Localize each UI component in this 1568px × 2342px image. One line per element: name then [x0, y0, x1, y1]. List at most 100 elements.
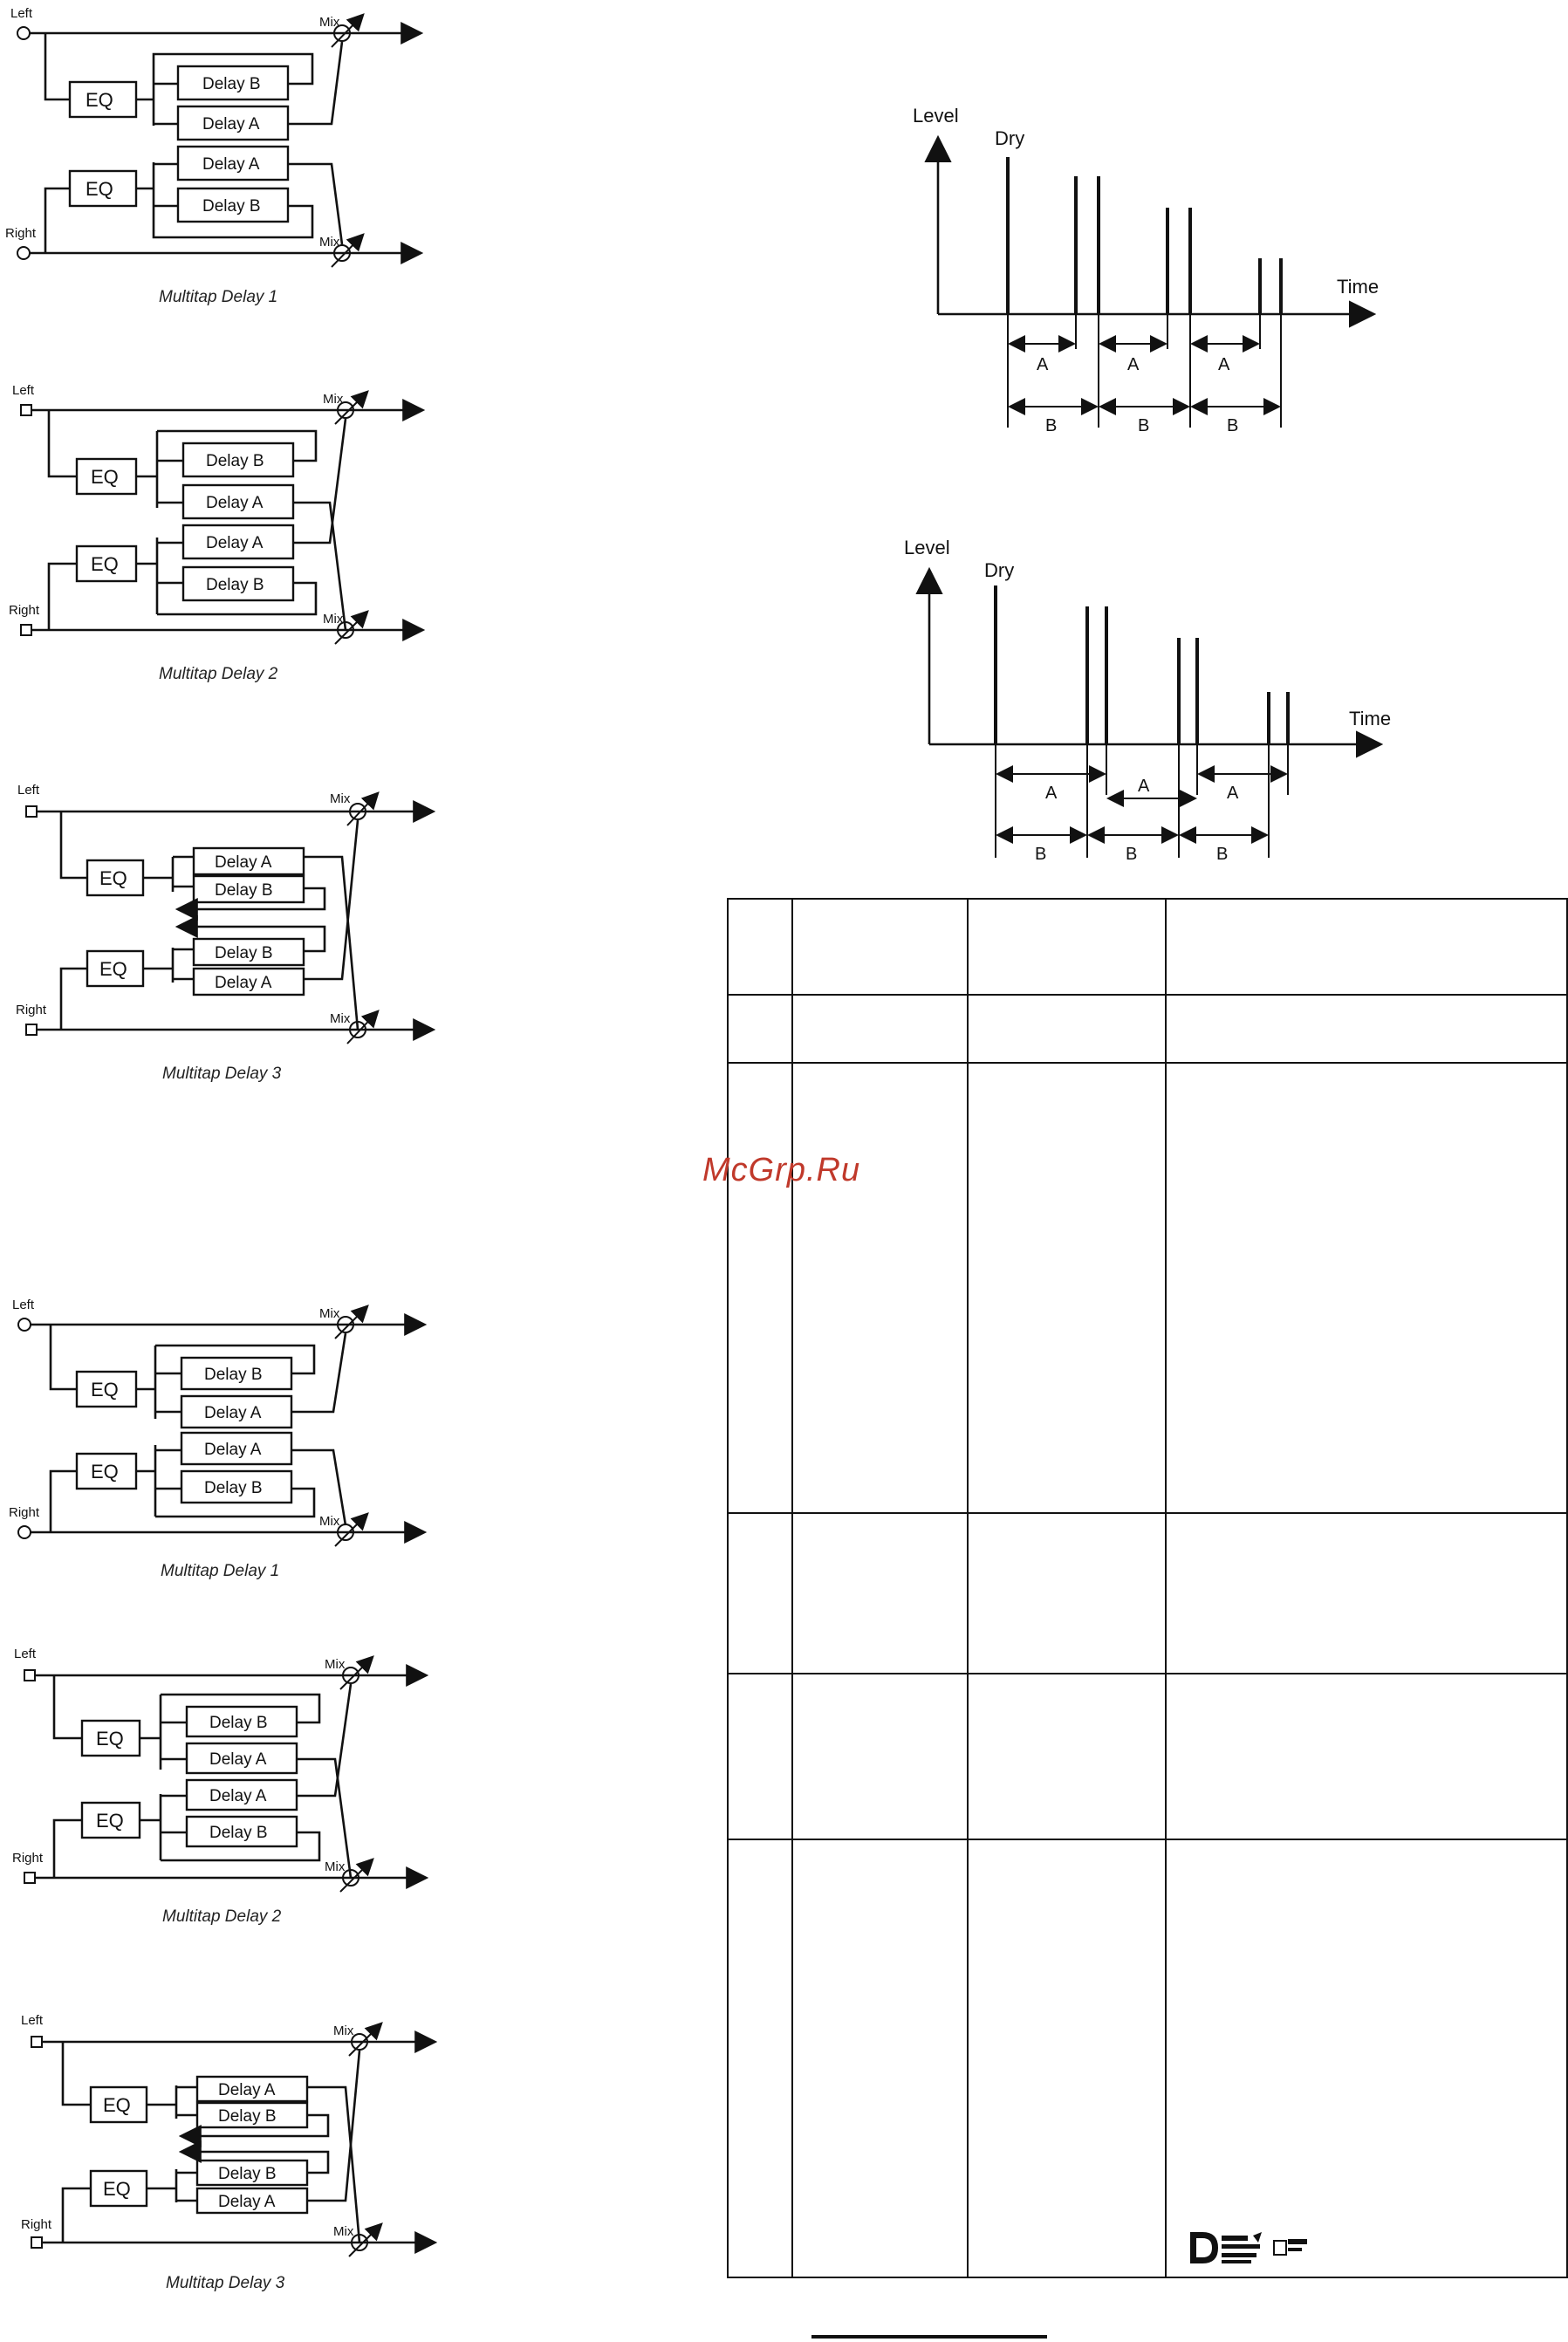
delay-label-bottom-1: Delay A: [204, 1441, 262, 1459]
delay-label-top-1: Delay B: [209, 1714, 268, 1732]
impulse-bars: [994, 586, 1290, 744]
x-axis-label: Time: [1349, 708, 1391, 729]
mix-label-top: Mix: [319, 1306, 340, 1321]
right-input-label: Right: [21, 2217, 52, 2232]
diagram-caption: Multitap Delay 3: [162, 1065, 282, 1083]
mix-knob-bottom-icon: [337, 621, 354, 639]
delay-box-bottom-1: [176, 145, 290, 181]
block-diagram-multitap-2: Left Mix EQ Delay B Delay A EQ Delay A D…: [9, 383, 426, 683]
eq-label-bottom: EQ: [96, 1810, 124, 1832]
table-border: [727, 898, 1568, 2278]
delay-timing-chart-2: Level Dry Time A A A B B B: [904, 537, 1391, 864]
b-label-1: B: [1045, 416, 1057, 435]
delay-label-top-1: Delay A: [215, 853, 272, 872]
right-input-label: Right: [9, 1505, 40, 1520]
y-axis-label: Level: [913, 105, 959, 127]
left-input-label: Left: [21, 2013, 44, 2028]
eq-label-bottom: EQ: [99, 958, 127, 980]
left-input-label: Left: [17, 783, 40, 798]
diagram-caption: Multitap Delay 1: [161, 1562, 279, 1580]
left-input-label: Left: [12, 383, 35, 398]
right-input-jack-icon: [25, 1024, 38, 1036]
right-input-jack-icon: [17, 246, 31, 260]
dry-label: Dry: [984, 559, 1014, 581]
delay-label-top-2: Delay A: [202, 115, 260, 134]
delay-label-bottom-2: Delay B: [209, 1824, 268, 1842]
y-axis-label: Level: [904, 537, 950, 558]
delay-label-top-1: Delay B: [202, 75, 261, 93]
delay-label-top-2: Delay A: [206, 494, 264, 512]
diagram-caption: Multitap Delay 2: [162, 1907, 282, 1926]
left-input-label: Left: [10, 6, 33, 21]
delay-label-top-1: Delay A: [218, 2081, 276, 2099]
delay-label-bottom-1: Delay A: [209, 1787, 267, 1805]
manufacturer-logo-icon: [1190, 2232, 1307, 2263]
left-input-jack-icon: [17, 26, 31, 40]
left-input-jack-icon: [25, 805, 38, 818]
left-input-label: Left: [14, 1647, 37, 1661]
a-label-2: A: [1127, 355, 1140, 374]
delay-label-bottom-2: Delay A: [218, 2193, 276, 2211]
delay-label-bottom-1: Delay B: [215, 944, 273, 962]
mix-label-bottom: Mix: [333, 2224, 354, 2239]
block-diagram-multitap-2-copy: Left Mix EQ Delay B Delay A EQ Delay A D…: [12, 1647, 429, 1926]
eq-label-top: EQ: [91, 1379, 119, 1400]
delay-label-bottom-2: Delay A: [215, 974, 272, 992]
eq-label-top: EQ: [91, 466, 119, 488]
block-diagram-multitap-1: Left Mix EQ Delay B Delay A EQ Delay A D…: [5, 6, 424, 306]
eq-label-top: EQ: [96, 1728, 124, 1750]
impulse-bars: [1006, 157, 1283, 314]
watermark-text: McGrp.Ru: [702, 1152, 861, 1188]
mix-label-bottom: Mix: [319, 1514, 340, 1529]
eq-label-bottom: EQ: [91, 553, 119, 575]
a-label-3: A: [1227, 784, 1239, 803]
mix-label-bottom: Mix: [323, 612, 344, 627]
footer-rule: [811, 2335, 1047, 2339]
mix-label-top: Mix: [323, 392, 344, 407]
a-label-3: A: [1218, 355, 1230, 374]
a-label-1: A: [1037, 355, 1049, 374]
dry-label: Dry: [995, 127, 1024, 149]
block-diagram-multitap-3-copy: Left Mix EQ Delay A Delay B EQ Delay B D…: [21, 2013, 438, 2292]
parameter-table-grid: [727, 898, 1568, 2278]
delay-label-top-2: Delay B: [218, 2107, 277, 2126]
mix-label-top: Mix: [330, 791, 351, 806]
eq-label-bottom: EQ: [91, 1461, 119, 1483]
delay-label-top-1: Delay B: [206, 452, 264, 470]
delay-label-bottom-1: Delay B: [218, 2165, 277, 2183]
delay-box-top-1: [176, 65, 290, 101]
b-label-3: B: [1216, 845, 1228, 864]
block-diagram-multitap-1-copy: Left Mix EQ Delay B Delay A EQ Delay A D…: [9, 1298, 428, 1580]
delay-label-bottom-2: Delay B: [202, 197, 261, 216]
eq-label-top: EQ: [86, 89, 113, 111]
left-input-jack-icon: [17, 1318, 31, 1332]
mix-label-top: Mix: [319, 15, 340, 30]
delay-label-bottom-1: Delay A: [202, 155, 260, 174]
mix-knob-top-icon: [349, 803, 366, 820]
right-input-label: Right: [16, 1003, 47, 1017]
delay-label-top-2: Delay A: [209, 1750, 267, 1769]
mix-label-top: Mix: [325, 1657, 346, 1672]
mix-label-bottom: Mix: [319, 235, 340, 250]
b-label-2: B: [1126, 845, 1137, 864]
delay-label-bottom-2: Delay B: [206, 576, 264, 594]
mix-knob-top-icon: [333, 24, 351, 42]
delay-box-bottom-2: [176, 187, 290, 223]
b-label-3: B: [1227, 416, 1238, 435]
delay-label-top-1: Delay B: [204, 1366, 263, 1384]
b-label-1: B: [1035, 845, 1046, 864]
mix-knob-top-icon: [337, 401, 354, 419]
right-input-label: Right: [12, 1851, 44, 1866]
eq-label-top: EQ: [99, 867, 127, 889]
eq-label-top: EQ: [103, 2094, 131, 2116]
delay-label-bottom-2: Delay B: [204, 1479, 263, 1497]
a-label-1: A: [1045, 784, 1058, 803]
right-input-label: Right: [5, 226, 37, 241]
delay-label-bottom-1: Delay A: [206, 534, 264, 552]
diagram-caption: Multitap Delay 2: [159, 665, 278, 683]
delay-timing-chart-1: Level Dry Time A A A B B B: [913, 105, 1379, 435]
mix-label-bottom: Mix: [330, 1011, 351, 1026]
delay-label-top-2: Delay B: [215, 881, 273, 900]
left-input-jack-icon: [20, 404, 32, 416]
x-axis-label: Time: [1337, 276, 1379, 298]
